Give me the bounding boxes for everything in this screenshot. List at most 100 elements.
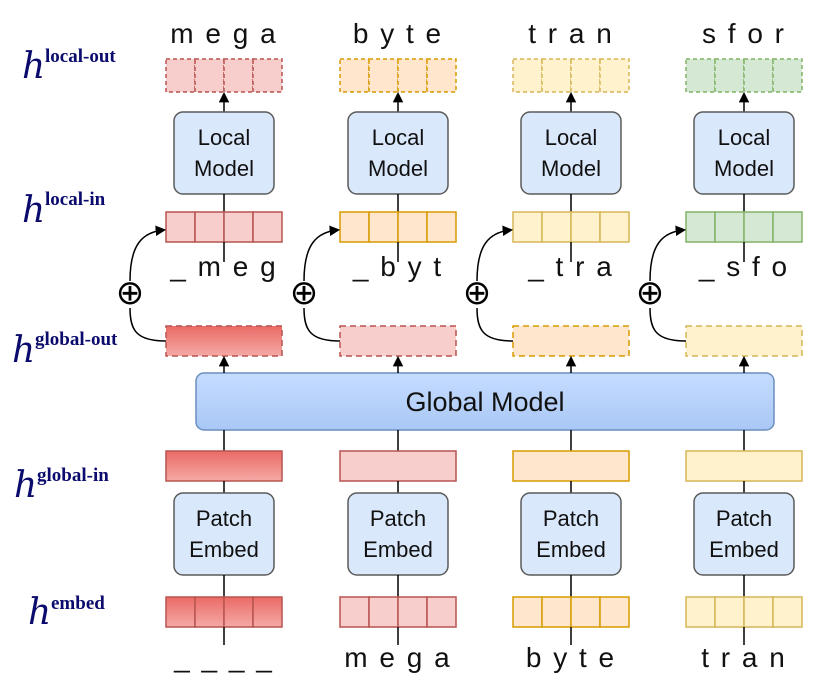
embed-cells-cell (570, 596, 601, 628)
local-out-cells-cell (599, 58, 630, 93)
row-label-global-out-sup: global-out (35, 329, 118, 350)
local-in-cells-cell (714, 211, 745, 243)
global-out-bar (339, 325, 457, 357)
local-model-label-line: Local (372, 125, 425, 150)
local-out-cells-cell (194, 58, 225, 93)
global-out-bar (165, 325, 283, 357)
local-out-cells-cell (541, 58, 572, 93)
residual-path-upper (476, 225, 514, 282)
local-model-label-line: Model (541, 156, 601, 181)
local-in-cells-cell (743, 211, 774, 243)
embed-cells-cell (512, 596, 543, 628)
local-model-label-line: Model (194, 156, 254, 181)
global-in-bar (165, 450, 283, 482)
embed-cells-cell (252, 596, 283, 628)
embed-cells-cell (772, 596, 803, 628)
row-label-global-in-h: h (14, 465, 37, 506)
local-in-cells-cell (426, 211, 457, 243)
patch-embed-label-line: Patch (370, 506, 426, 531)
local-out-cells-cell (339, 58, 370, 93)
local-out-cells-cell (512, 58, 543, 93)
residual-path-upper (649, 225, 687, 282)
local-in-cells (165, 211, 283, 243)
local-model-label-line: Local (198, 125, 251, 150)
global-in-bar (339, 450, 457, 482)
row-label-embed-sup: embed (51, 593, 105, 614)
local-out-cells-cell (772, 58, 803, 93)
embed-cells-cell (165, 596, 196, 628)
row-label-global-out: h global-out (12, 329, 118, 371)
local-out-cells-cell (714, 58, 745, 93)
global-out-bar (512, 325, 630, 357)
row-label-global-out-h: h (12, 330, 35, 371)
global-model-label: Global Model (405, 387, 564, 417)
local-in-chars: _ m e g (169, 251, 277, 282)
local-in-cells-cell (223, 211, 254, 243)
residual-path-upper (303, 225, 341, 282)
output-chars: s f o r (702, 18, 786, 49)
row-label-local-out-sup: local-out (45, 46, 116, 67)
local-in-cells-cell (368, 211, 399, 243)
local-in-cells-cell (541, 211, 572, 243)
local-in-cells (685, 211, 803, 243)
local-in-chars: _ b y t (352, 251, 443, 282)
embed-cells-cell (714, 596, 745, 628)
local-in-cells-cell (599, 211, 630, 243)
embed-cells-cell (599, 596, 630, 628)
output-chars: m e g a (170, 18, 277, 49)
local-out-cells-cell (685, 58, 716, 93)
local-model-label-line: Local (545, 125, 598, 150)
residual-path-lower (303, 307, 341, 342)
local-in-cells-cell (512, 211, 543, 243)
local-out-cells-cell (570, 58, 601, 93)
input-chars: m e g a (344, 642, 451, 673)
embed-cells-cell (541, 596, 572, 628)
local-out-cells-cell (397, 58, 428, 93)
residual-path-lower (649, 307, 687, 342)
local-in-cells-cell (685, 211, 716, 243)
output-chars: b y t e (353, 18, 443, 49)
embed-cells-cell (426, 596, 457, 628)
residual-path-lower (476, 307, 514, 342)
local-in-cells-cell (397, 211, 428, 243)
row-label-global-in-sup: global-in (37, 465, 109, 486)
local-out-cells-cell (252, 58, 283, 93)
embed-cells-cell (685, 596, 716, 628)
row-label-local-out-h: h (22, 46, 45, 87)
local-model-label-line: Local (718, 125, 771, 150)
row-label-global-in: h global-in (14, 465, 109, 506)
local-in-cells (512, 211, 630, 243)
patch-embed-label-line: Embed (536, 537, 606, 562)
local-out-cells (339, 58, 457, 93)
local-in-chars: _ s f o (698, 251, 789, 282)
input-chars: t r a n (701, 642, 787, 673)
row-label-embed-h: h (28, 592, 51, 633)
output-chars: t r a n (528, 18, 614, 49)
embed-cells (512, 596, 630, 628)
local-in-cells-cell (339, 211, 370, 243)
input-chars: b y t e (526, 642, 616, 673)
local-out-cells-cell (426, 58, 457, 93)
embed-cells-cell (397, 596, 428, 628)
row-label-embed: h embed (28, 592, 105, 633)
local-model-label-line: Model (714, 156, 774, 181)
local-out-cells-cell (165, 58, 196, 93)
row-label-local-in-h: h (22, 190, 45, 231)
local-in-cells-cell (165, 211, 196, 243)
local-in-cells-cell (772, 211, 803, 243)
global-in-bar (685, 450, 803, 482)
local-out-cells (165, 58, 283, 93)
patch-embed-label-line: Embed (189, 537, 259, 562)
local-in-chars: _ t r a (527, 251, 614, 282)
global-model-box (195, 372, 775, 431)
patch-embed-label-line: Patch (543, 506, 599, 531)
